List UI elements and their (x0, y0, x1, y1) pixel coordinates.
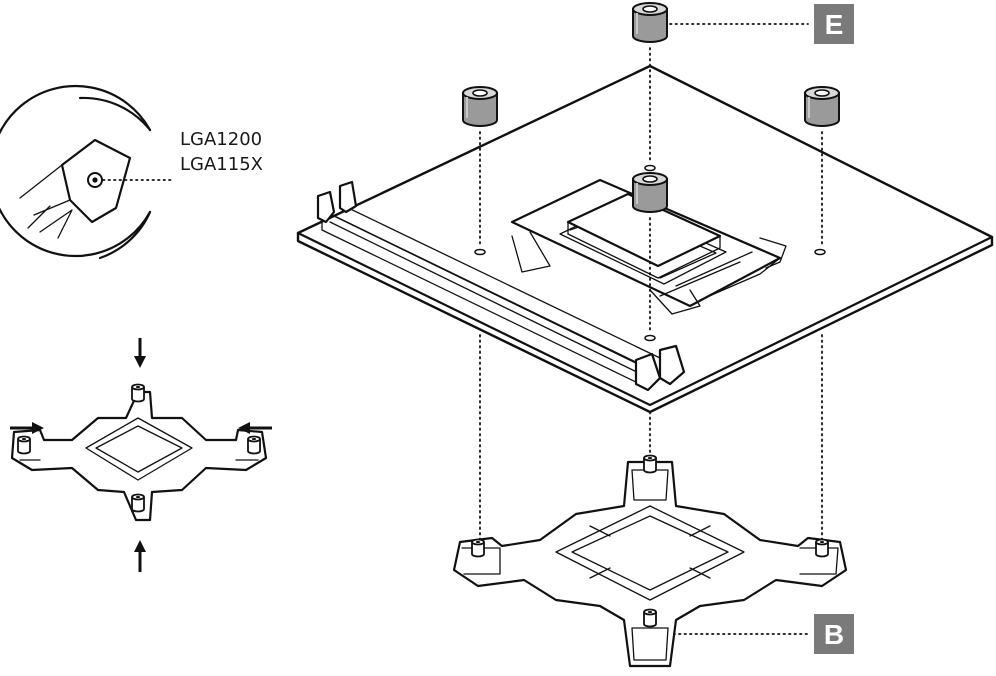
badge-b: B (814, 614, 854, 654)
standoff-icon (804, 86, 840, 127)
ram-slot-icon (316, 180, 686, 392)
badge-e-label: E (825, 9, 844, 40)
detail-zoom (0, 84, 173, 260)
standoff-icon (632, 2, 668, 43)
standoff-icon (462, 86, 498, 127)
label-lga115x: LGA115X (180, 154, 263, 175)
arrow-icon (10, 338, 272, 572)
label-lga1200: LGA1200 (180, 129, 262, 150)
badge-e: E (814, 4, 854, 44)
cpu-socket-icon (510, 178, 787, 315)
backplate-icon (452, 454, 848, 668)
standoff-icon (632, 172, 668, 213)
backplate-small-icon (10, 383, 268, 522)
socket-labels: LGA1200 LGA115X (180, 129, 263, 175)
badge-b-label: B (824, 619, 844, 650)
